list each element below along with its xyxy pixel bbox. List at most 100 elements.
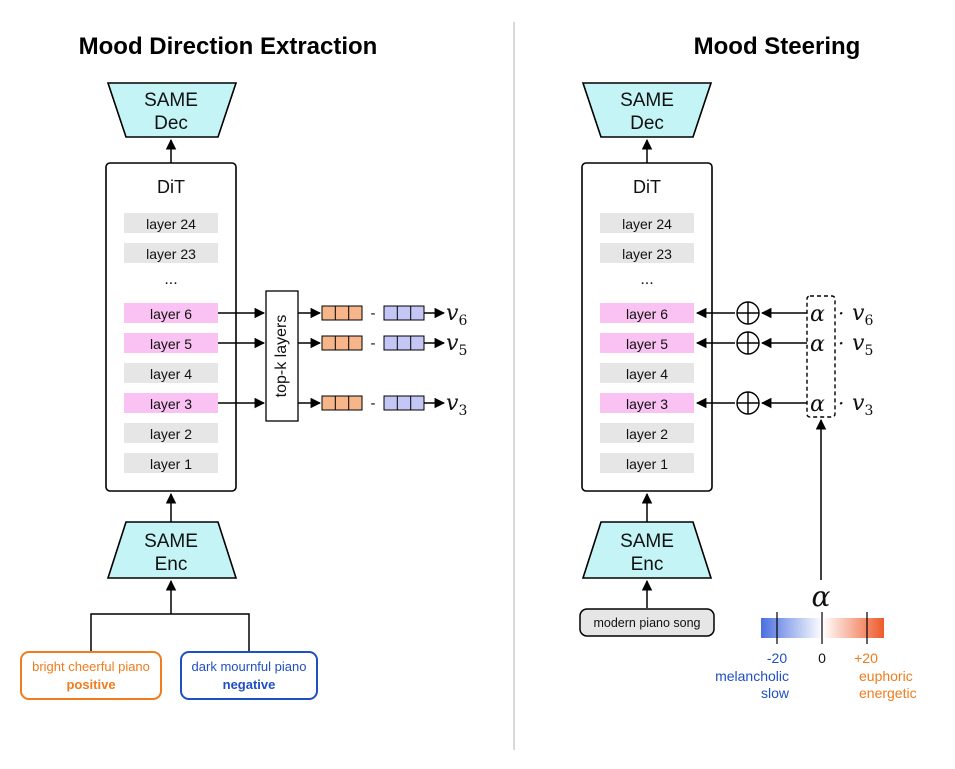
negative-activation-5 (383, 335, 425, 351)
decoder-label-2: Dec (154, 113, 188, 134)
layer-6-label: layer 6 (150, 306, 192, 322)
positive-prompt-text: bright cheerful piano (32, 659, 150, 674)
layer-5-box (124, 333, 218, 353)
layer-23-box (600, 243, 694, 263)
alpha-5: α (810, 332, 825, 357)
layer-24-box (124, 213, 218, 233)
left-panel: Mood Direction Extraction SAME Dec DiT l… (20, 33, 467, 700)
v6-label: v6 (446, 301, 467, 329)
dot-3: · (838, 391, 844, 415)
encoder-trapezoid (581, 521, 713, 579)
alpha-big: α (812, 580, 831, 613)
layer-3-label: layer 3 (150, 396, 192, 412)
positive-activation-3 (321, 395, 363, 411)
prompt-merge-line (90, 613, 250, 652)
layer-3-box (600, 393, 694, 413)
dot-5: · (838, 331, 844, 355)
scale-max-label-1: euphoric (859, 668, 913, 684)
layer-23-box (124, 243, 218, 263)
layer-23-label: layer 23 (622, 246, 672, 262)
layer-4-label: layer 4 (626, 366, 668, 382)
right-dit-block: DiT layer 24 layer 23 ... layer 6 layer … (581, 162, 713, 492)
scale-mid-value: 0 (818, 650, 826, 666)
left-encoder: SAME Enc (106, 521, 238, 579)
negative-activation-3 (383, 395, 425, 411)
left-decoder: SAME Dec (106, 82, 238, 138)
vector-row-6: - v6 (298, 301, 467, 329)
right-title: Mood Steering (694, 33, 861, 60)
layer-24-label: layer 24 (146, 216, 196, 232)
scale-min-label-2: slow (761, 685, 790, 701)
topk-layers-box: top-k layers (265, 290, 299, 422)
decoder-label-1: SAME (144, 90, 198, 111)
layer-1-box (124, 453, 218, 473)
negative-prompt: dark mournful piano negative (180, 651, 318, 700)
encoder-trapezoid (106, 521, 238, 579)
layer-1-box (600, 453, 694, 473)
scale-min-value: -20 (767, 650, 787, 666)
layer-2-label: layer 2 (626, 426, 668, 442)
layer-23-label: layer 23 (146, 246, 196, 262)
dot-6: · (838, 301, 844, 325)
layer-6-label: layer 6 (626, 306, 668, 322)
layer-24-box (600, 213, 694, 233)
encoder-label-1: SAME (144, 531, 198, 552)
layer-4-label: layer 4 (150, 366, 192, 382)
negative-prompt-box (180, 651, 318, 700)
v3-label: v3 (446, 391, 467, 419)
minus-sign: - (371, 305, 376, 322)
layer-3-box (124, 393, 218, 413)
decoder-trapezoid (106, 82, 238, 138)
topk-rect (265, 290, 299, 422)
encoder-label-2: Enc (631, 554, 664, 575)
layer-5-label: layer 5 (150, 336, 192, 352)
negative-tag: negative (223, 677, 276, 692)
layer-1-label: layer 1 (626, 456, 668, 472)
layer-4-box (124, 363, 218, 383)
minus-sign: - (371, 395, 376, 412)
alpha-3: α (810, 392, 825, 417)
decoder-label-1: SAME (620, 90, 674, 111)
negative-activation-6 (383, 305, 425, 321)
scale-min-label-1: melancholic (715, 668, 789, 684)
negative-prompt-text: dark mournful piano (192, 659, 307, 674)
encoder-label-2: Enc (155, 554, 188, 575)
layer-3-label: layer 3 (626, 396, 668, 412)
v5-label: v5 (446, 331, 467, 359)
right-encoder: SAME Enc (581, 521, 713, 579)
v6-label: v6 (852, 301, 873, 329)
dit-label: DiT (157, 177, 185, 197)
layer-6-box (600, 303, 694, 323)
minus-sign: - (371, 335, 376, 352)
layer-24-label: layer 24 (622, 216, 672, 232)
layer-5-label: layer 5 (626, 336, 668, 352)
right-decoder: SAME Dec (581, 82, 713, 138)
layer-2-box (600, 423, 694, 443)
encoder-label-1: SAME (620, 531, 674, 552)
decoder-trapezoid (581, 82, 713, 138)
positive-activation-6 (321, 305, 363, 321)
alpha-scale: -20 0 +20 melancholic slow euphoric ener… (715, 612, 917, 701)
positive-prompt-box (20, 651, 162, 700)
vector-row-3: - v3 (298, 391, 467, 419)
ellipsis: ... (164, 271, 177, 288)
v3-label: v3 (852, 391, 873, 419)
scale-max-value: +20 (854, 650, 878, 666)
steer-row-3: α · v3 (695, 391, 873, 419)
positive-prompt: bright cheerful piano positive (20, 651, 162, 700)
positive-tag: positive (66, 677, 115, 692)
layer-2-label: layer 2 (150, 426, 192, 442)
layer-2-box (124, 423, 218, 443)
decoder-label-2: Dec (630, 113, 664, 134)
v5-label: v5 (852, 331, 873, 359)
steering-prompt-text: modern piano song (593, 616, 700, 630)
layer-6-box (124, 303, 218, 323)
layer-4-box (600, 363, 694, 383)
layer-5-box (600, 333, 694, 353)
left-title: Mood Direction Extraction (79, 33, 378, 60)
steering-prompt: modern piano song (579, 608, 715, 637)
left-dit-block: DiT layer 24 layer 23 ... layer 6 layer … (105, 162, 237, 492)
dit-label: DiT (633, 177, 661, 197)
steer-row-5: α · v5 (695, 331, 873, 359)
